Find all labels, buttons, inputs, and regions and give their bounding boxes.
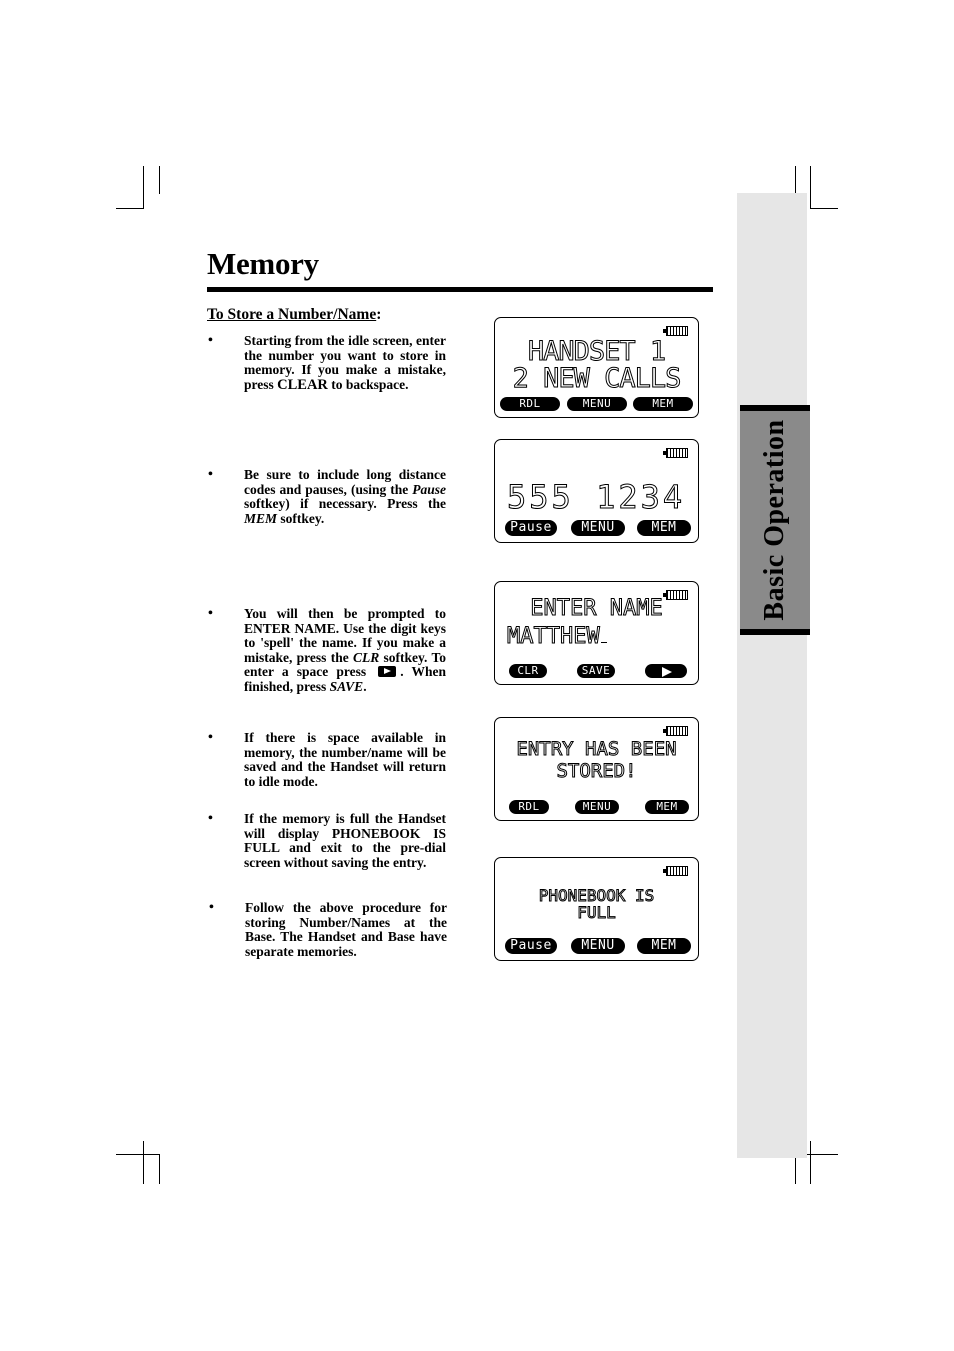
lcd-line-1: 555 1234	[507, 478, 686, 517]
battery-icon	[663, 448, 688, 458]
lcd-screen-enter-name: ENTER NAME MATTHEW CLR SAVE	[494, 581, 699, 685]
lcd-line-2: 2 NEW CALLS	[512, 363, 682, 395]
softkey-mem[interactable]: MEM	[633, 397, 693, 411]
title-rule	[207, 287, 713, 292]
softkey-save[interactable]: SAVE	[577, 664, 615, 678]
softkey-menu[interactable]: MENU	[575, 800, 619, 814]
bullet-marker: •	[208, 467, 213, 482]
lcd-line-1: HANDSET 1	[527, 336, 666, 368]
softkey-mem[interactable]: MEM	[637, 938, 691, 954]
play-arrow-icon	[378, 666, 397, 677]
softkey-mem[interactable]: MEM	[637, 520, 691, 536]
lcd-line-1: ENTRY HAS BEEN	[516, 738, 677, 761]
softkey-mem[interactable]: MEM	[645, 800, 689, 814]
bullet-marker: •	[208, 606, 213, 621]
softkey-menu[interactable]: MENU	[571, 938, 625, 954]
section-tab-label: Basic Operation	[759, 419, 790, 621]
lcd-screen-phonebook-full: PHONEBOOK IS FULL Pause MENU MEM	[494, 857, 699, 961]
battery-icon	[663, 326, 688, 336]
bullet-marker: •	[208, 730, 213, 745]
lcd-line-2: MATTHEW	[507, 624, 698, 650]
battery-icon	[663, 866, 688, 876]
softkey-rdl[interactable]: RDL	[509, 800, 549, 814]
lcd-line-2: STORED!	[556, 760, 637, 783]
softkey-pause[interactable]: Pause	[505, 520, 557, 536]
softkey-rdl[interactable]: RDL	[500, 397, 560, 411]
lcd-line-1: ENTER NAME	[530, 596, 663, 622]
section-tab: Basic Operation	[740, 405, 810, 635]
instruction-paragraph: Be sure to include long distance codes a…	[244, 467, 446, 526]
battery-icon	[663, 726, 688, 736]
bullet-marker: •	[209, 900, 214, 915]
instruction-paragraph: Starting from the idle screen, enter the…	[244, 333, 446, 393]
subheading: To Store a Number/Name:	[207, 306, 382, 323]
text-cursor	[600, 641, 607, 643]
instruction-paragraph: Follow the above procedure for storing N…	[245, 900, 447, 959]
bullet-marker: •	[208, 811, 213, 826]
softkey-pause[interactable]: Pause	[505, 938, 557, 954]
softkey-menu[interactable]: MENU	[567, 397, 627, 411]
lcd-line-2: FULL	[577, 903, 617, 923]
lcd-line-1: PHONEBOOK IS	[538, 886, 655, 906]
instruction-paragraph: If there is space available in memory, t…	[244, 730, 446, 789]
softkey-menu[interactable]: MENU	[571, 520, 625, 536]
play-arrow-icon[interactable]	[645, 664, 687, 678]
battery-icon	[663, 590, 688, 600]
softkey-clr[interactable]: CLR	[509, 664, 547, 678]
lcd-screen-idle: HANDSET 1 2 NEW CALLS RDL MENU MEM	[494, 317, 699, 418]
lcd-screen-stored: ENTRY HAS BEEN STORED! RDL MENU MEM	[494, 717, 699, 821]
instruction-paragraph: You will then be prompted to ENTER NAME.…	[244, 606, 446, 694]
sidebar-panel	[737, 193, 807, 1158]
instruction-paragraph: If the memory is full the Handset will d…	[244, 811, 446, 870]
bullet-marker: •	[208, 333, 213, 348]
lcd-screen-number: 555 1234 Pause MENU MEM	[494, 439, 699, 543]
page-title: Memory	[207, 246, 319, 281]
